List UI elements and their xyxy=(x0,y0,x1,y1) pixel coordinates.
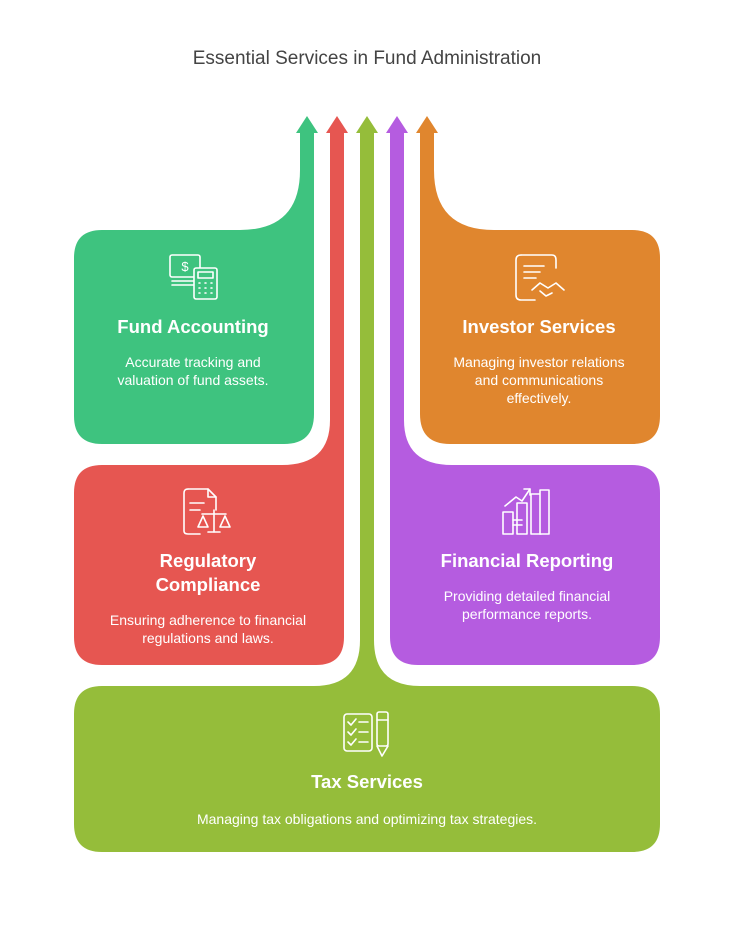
arrow-head-red xyxy=(326,116,348,133)
arrow-head-orange xyxy=(416,116,438,133)
investor-services-title: Investor Services xyxy=(462,316,616,337)
financial-reporting-title: Financial Reporting xyxy=(440,550,614,571)
regulatory-compliance-title: Regulatory Compliance xyxy=(155,550,261,595)
investor-services-card: Investor Services Managing investor rela… xyxy=(451,315,627,407)
fund-accounting-title: Fund Accounting xyxy=(117,316,269,337)
tax-services-card: Tax Services Managing tax obligations an… xyxy=(110,770,624,828)
page-title: Essential Services in Fund Administratio… xyxy=(192,48,542,69)
tax-services-title: Tax Services xyxy=(311,771,423,792)
tax-services-shape xyxy=(74,116,660,852)
svg-text:$: $ xyxy=(181,259,189,274)
investor-services-shape xyxy=(416,116,660,444)
arrow-head-olive xyxy=(356,116,378,133)
regulatory-compliance-card: Regulatory Compliance Ensuring adherence… xyxy=(100,549,316,647)
money-calculator-icon: $ xyxy=(169,254,218,300)
fund-accounting-description: Accurate tracking and valuation of fund … xyxy=(117,354,269,388)
growth-chart-icon xyxy=(502,488,550,535)
arrow-head-purple xyxy=(386,116,408,133)
document-scales-icon xyxy=(183,488,231,535)
fund-accounting-card: Fund Accounting Accurate tracking and va… xyxy=(98,315,288,389)
investor-services-description: Managing investor relations and communic… xyxy=(453,354,625,406)
regulatory-compliance-description: Ensuring adherence to financial regulati… xyxy=(109,612,307,646)
checklist-pen-icon xyxy=(343,711,389,757)
financial-reporting-description: Providing detailed financial performance… xyxy=(443,588,611,622)
tax-services-description: Managing tax obligations and optimizing … xyxy=(196,811,538,827)
arrow-head-green xyxy=(296,116,318,133)
contract-handshake-icon xyxy=(515,254,565,301)
financial-reporting-card: Financial Reporting Providing detailed f… xyxy=(420,549,634,623)
financial-reporting-shape xyxy=(386,116,660,665)
regulatory-compliance-shape xyxy=(74,116,348,665)
